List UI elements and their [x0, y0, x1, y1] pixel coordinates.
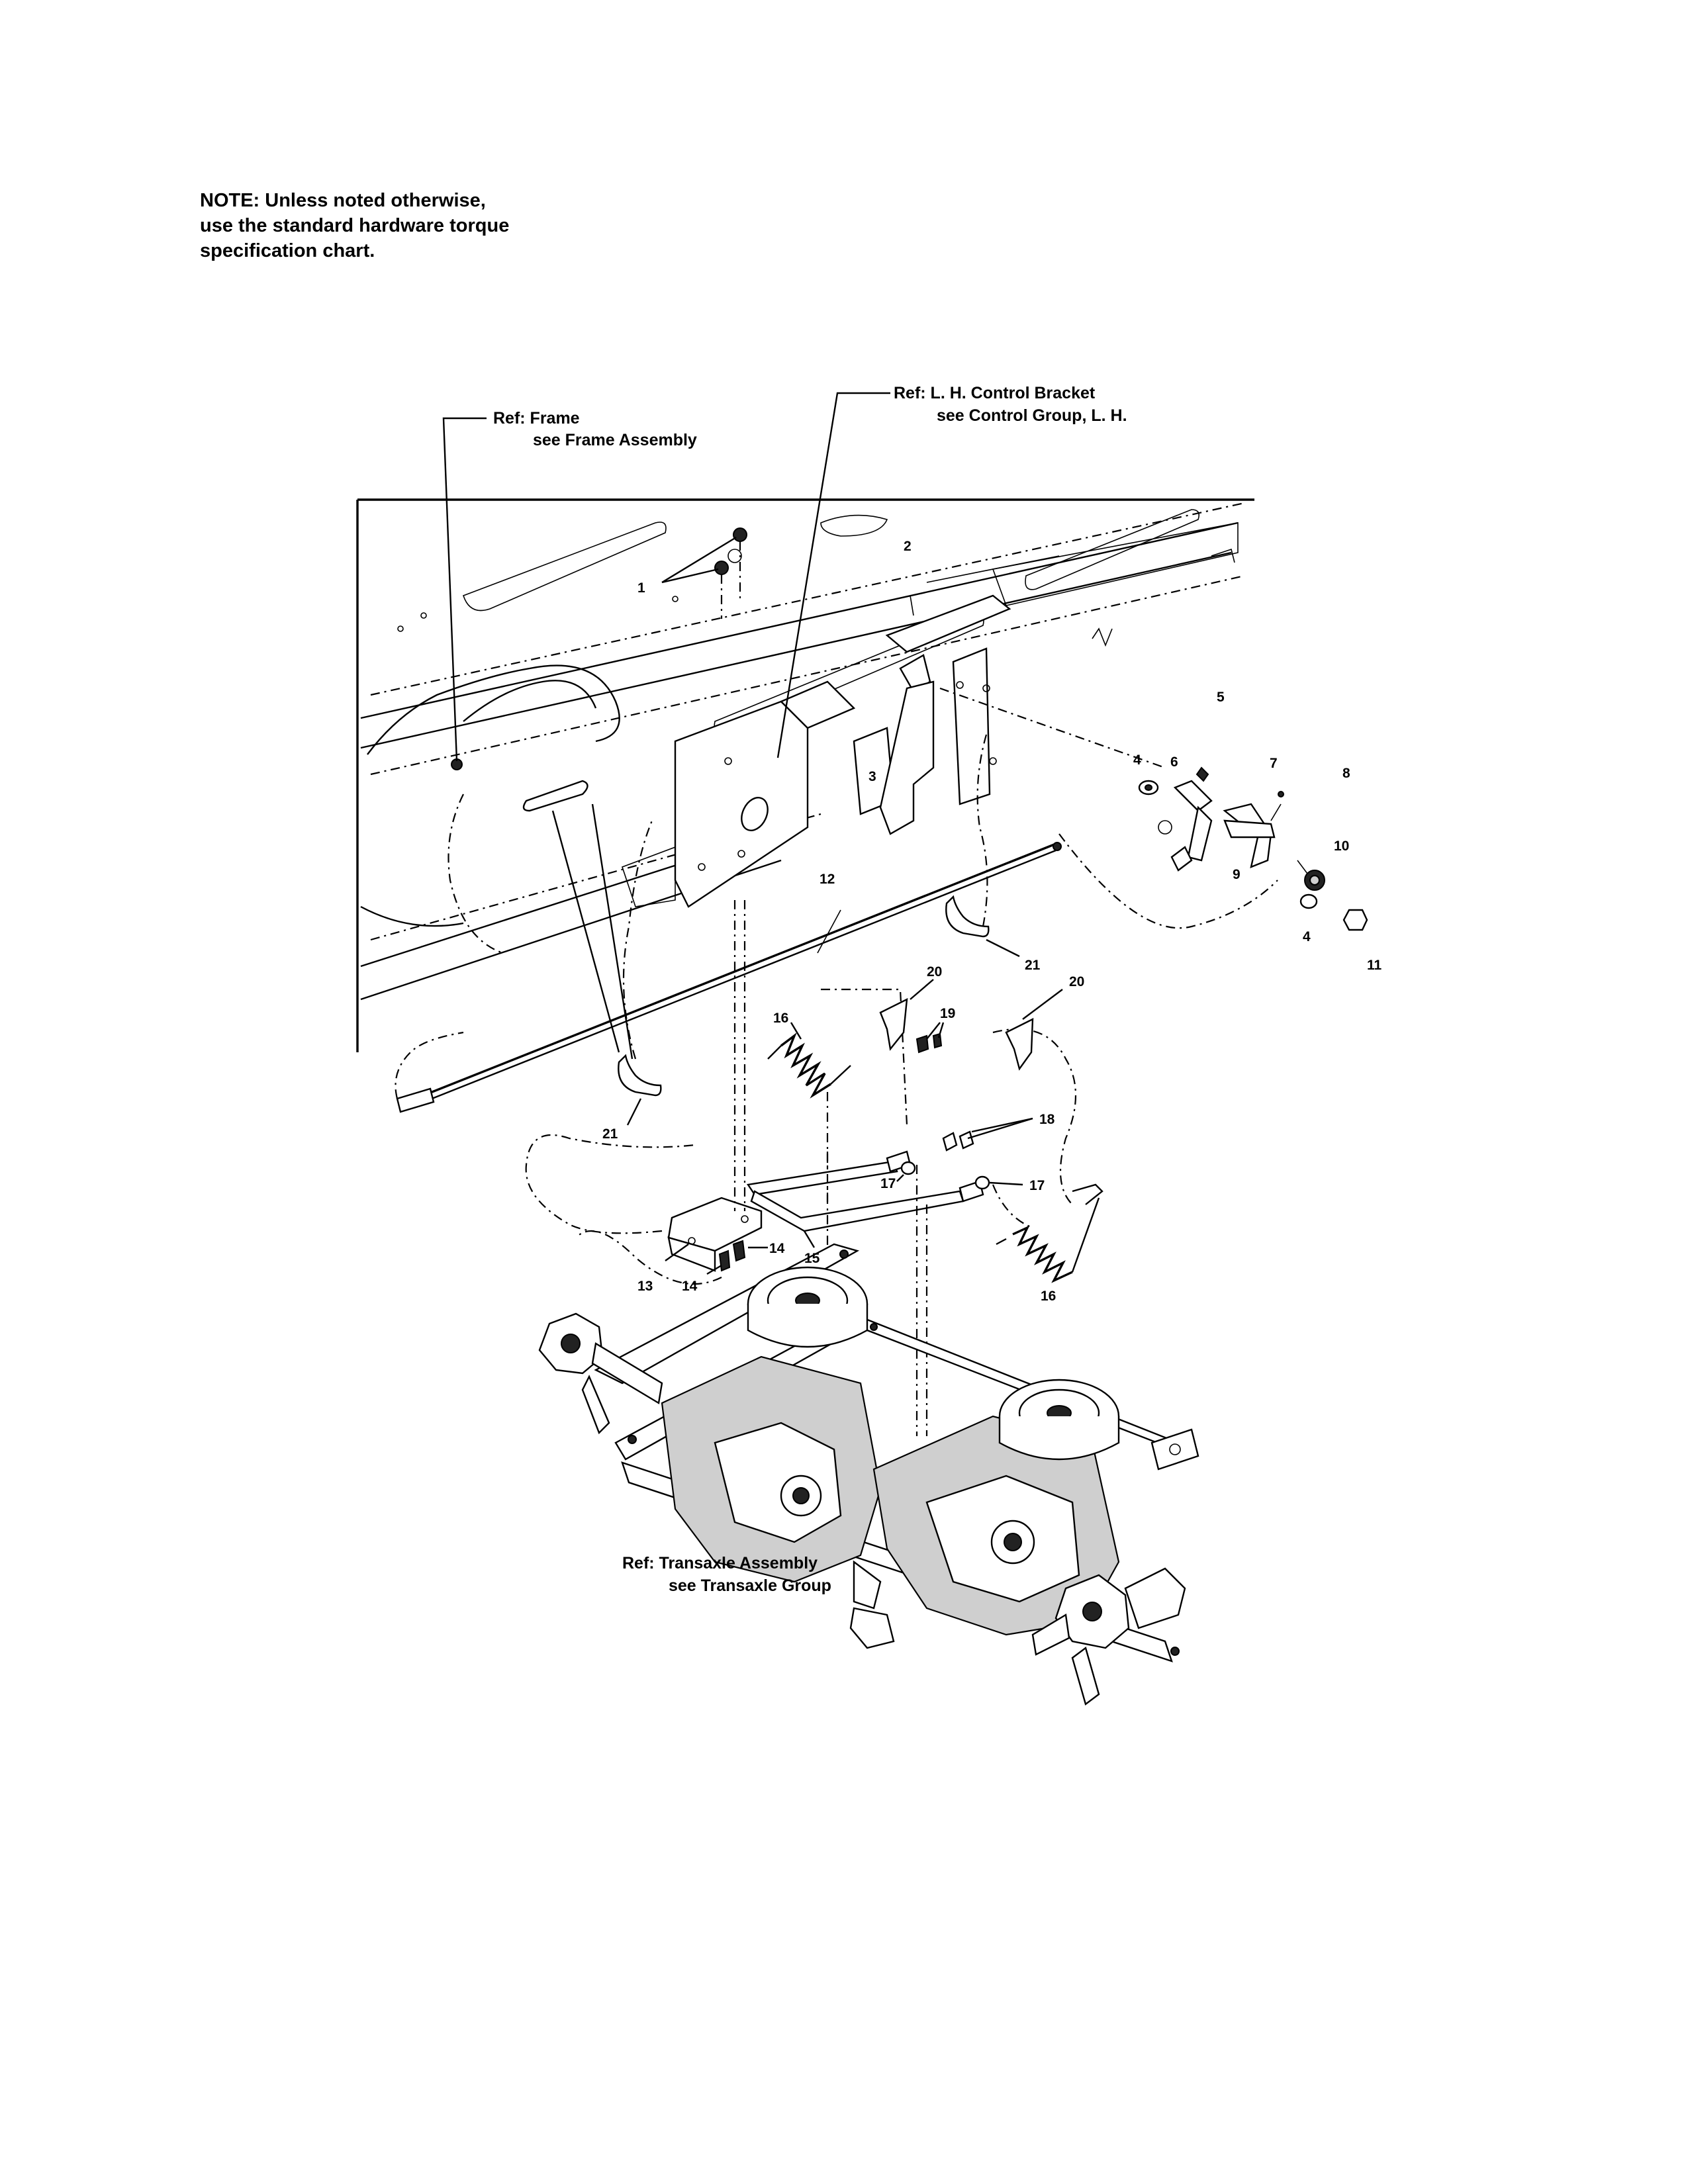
callout-3: 3	[868, 769, 876, 784]
part-1-bolts	[661, 527, 747, 619]
reference-leaders	[442, 392, 890, 762]
callout-20-right: 20	[1069, 974, 1084, 989]
control-bracket-drawing	[621, 680, 895, 908]
ref-frame-line-2: see Frame Assembly	[533, 431, 697, 449]
callout-8: 8	[1342, 766, 1350, 781]
callout-16-lower: 16	[1041, 1289, 1056, 1304]
callout-15: 15	[804, 1251, 820, 1266]
callout-21-right: 21	[1025, 958, 1041, 973]
callout-6: 6	[1170, 754, 1178, 770]
callout-13: 13	[637, 1279, 653, 1294]
part-12-control-rod	[395, 842, 1062, 1113]
callout-7: 7	[1270, 756, 1278, 771]
note-line-1: NOTE: Unless noted otherwise,	[200, 190, 486, 211]
ref-transaxle-line-1: Ref: Transaxle Assembly	[622, 1554, 818, 1572]
callout-4-lower: 4	[1303, 929, 1311, 944]
callout-16-upper: 16	[773, 1011, 788, 1026]
parts-4-11-hardware	[939, 687, 1368, 931]
note-line-3: specification chart.	[200, 240, 375, 261]
callout-12: 12	[820, 872, 835, 887]
ref-bracket-line-2: see Control Group, L. H.	[937, 406, 1127, 425]
parts-15-20-linkage	[746, 979, 1103, 1283]
callout-11: 11	[1367, 958, 1382, 973]
callout-14-left: 14	[682, 1279, 698, 1294]
callout-2: 2	[904, 539, 912, 554]
callout-9: 9	[1233, 867, 1241, 882]
transaxle-drawing	[538, 1243, 1199, 1706]
callout-19: 19	[940, 1006, 955, 1021]
note-line-2: use the standard hardware torque	[200, 215, 510, 236]
callout-17-right: 17	[1029, 1178, 1045, 1193]
parts-13-14-bracket	[525, 1134, 768, 1285]
callout-4-upper: 4	[1133, 752, 1141, 768]
torque-note: NOTE: Unless noted otherwise, use the st…	[200, 188, 509, 263]
callout-14-right: 14	[769, 1241, 785, 1256]
callout-18: 18	[1039, 1112, 1055, 1127]
callout-10: 10	[1334, 839, 1349, 854]
callout-1: 1	[637, 580, 645, 596]
callout-5: 5	[1217, 690, 1225, 705]
ref-transaxle-line-2: see Transaxle Group	[669, 1576, 831, 1595]
ref-bracket-line-1: Ref: L. H. Control Bracket	[894, 384, 1096, 402]
part-2-3-plates	[879, 594, 1011, 835]
callout-17-left: 17	[880, 1176, 896, 1191]
ref-frame-line-1: Ref: Frame	[493, 409, 580, 428]
part-21-clips	[522, 734, 1020, 1126]
callout-21-left: 21	[602, 1126, 618, 1142]
callout-20-left: 20	[927, 964, 942, 979]
